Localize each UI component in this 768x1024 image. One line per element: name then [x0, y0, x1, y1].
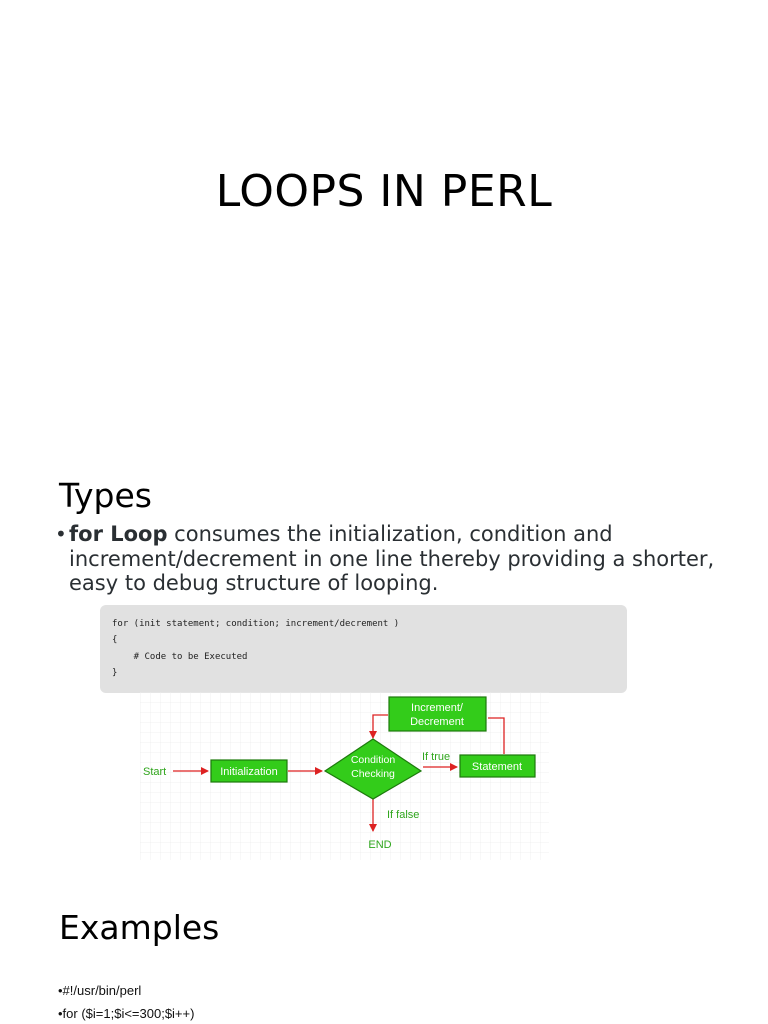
bullet-text: for Loop consumes the initialization, co…: [69, 522, 715, 596]
flow-condition-diamond: [323, 738, 423, 800]
flow-statement-label: Statement: [472, 761, 522, 773]
flow-end-label: END: [368, 839, 391, 851]
flow-start-label: Start: [143, 766, 166, 778]
example-line: •#!/usr/bin/perl: [58, 983, 142, 998]
types-heading: Types: [59, 476, 152, 515]
code-line: {: [112, 635, 118, 646]
for-loop-flowchart: Start Initialization Condition Checking …: [140, 692, 549, 860]
arrow-statement-to-increment: [488, 717, 505, 754]
bullet-marker: •: [55, 522, 67, 546]
flow-init-box: [210, 759, 288, 783]
arrow-increment-to-condition: [369, 714, 388, 739]
for-loop-bullet: • for Loop consumes the initialization, …: [55, 522, 715, 596]
examples-heading: Examples: [59, 908, 220, 947]
example-line: •for ($i=1;$i<=300;$i++): [58, 1006, 195, 1021]
flow-init-label: Initialization: [220, 766, 277, 778]
flow-if-true-label: If true: [422, 751, 450, 763]
bullet-bold-term: for Loop: [69, 522, 168, 546]
flow-increment-label-2: Decrement: [410, 716, 464, 728]
flow-if-false-label: If false: [387, 809, 419, 821]
code-line: for (init statement; condition; incremen…: [112, 619, 400, 629]
code-line: }: [112, 667, 118, 678]
flow-increment-box: [388, 696, 487, 732]
flow-condition-label-1: Condition: [351, 754, 396, 766]
flow-condition-label-2: Checking: [351, 768, 395, 780]
bullet-description: consumes the initialization, condition a…: [69, 522, 715, 595]
flow-increment-label-1: Increment/: [411, 702, 464, 714]
flow-statement-box: [459, 754, 536, 778]
code-snippet: for (init statement; condition; incremen…: [100, 605, 627, 693]
code-line: # Code to be Executed: [112, 651, 248, 662]
slide-title: LOOPS IN PERL: [215, 166, 553, 217]
